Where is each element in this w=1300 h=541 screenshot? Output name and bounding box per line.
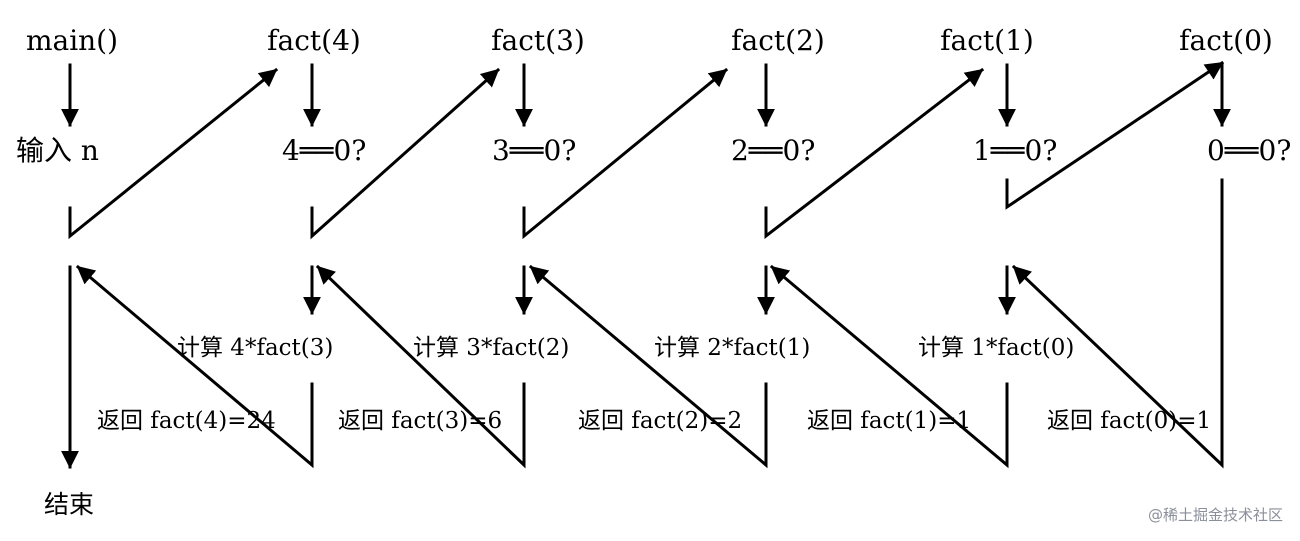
check-2: 2══0? xyxy=(731,134,815,167)
node-fact-4: fact(4) xyxy=(267,24,361,57)
watermark: @稀土掘金技术社区 xyxy=(1148,506,1283,524)
arrow-return-fact4 xyxy=(75,264,314,469)
arrow-return-fact1 xyxy=(769,264,1009,469)
check-4: 4══0? xyxy=(282,134,366,167)
node-fact-2: fact(2) xyxy=(731,24,825,57)
compute-3: 计算 3*fact(2) xyxy=(413,335,569,361)
node-fact-0: fact(0) xyxy=(1179,24,1273,57)
arrow-return-fact2 xyxy=(528,264,768,469)
node-fact-1: fact(1) xyxy=(940,24,1034,57)
check-1: 1══0? xyxy=(973,134,1057,167)
return-1: 返回 fact(1)=1 xyxy=(807,408,971,434)
end-label: 结束 xyxy=(44,490,94,519)
node-fact-3: fact(3) xyxy=(491,24,585,57)
return-4: 返回 fact(4)=24 xyxy=(97,408,276,434)
input-label: 输入 n xyxy=(16,134,99,167)
check-0: 0══0? xyxy=(1207,134,1291,167)
arrow-call-fact1 xyxy=(764,67,985,240)
return-3: 返回 fact(3)=6 xyxy=(338,408,502,434)
return-2: 返回 fact(2)=2 xyxy=(578,408,742,434)
arrow-call-fact0 xyxy=(1005,60,1225,210)
compute-1: 计算 1*fact(0) xyxy=(918,335,1074,361)
arrow-return-fact3 xyxy=(315,264,526,469)
compute-2: 计算 2*fact(1) xyxy=(654,335,810,361)
arrow-call-fact4 xyxy=(68,67,279,240)
node-main: main() xyxy=(26,24,118,57)
arrow-return-fact0 xyxy=(1011,178,1224,469)
compute-4: 计算 4*fact(3) xyxy=(177,335,333,361)
arrow-call-fact3 xyxy=(310,67,501,240)
check-3: 3══0? xyxy=(492,134,576,167)
arrow-call-fact2 xyxy=(522,67,729,240)
